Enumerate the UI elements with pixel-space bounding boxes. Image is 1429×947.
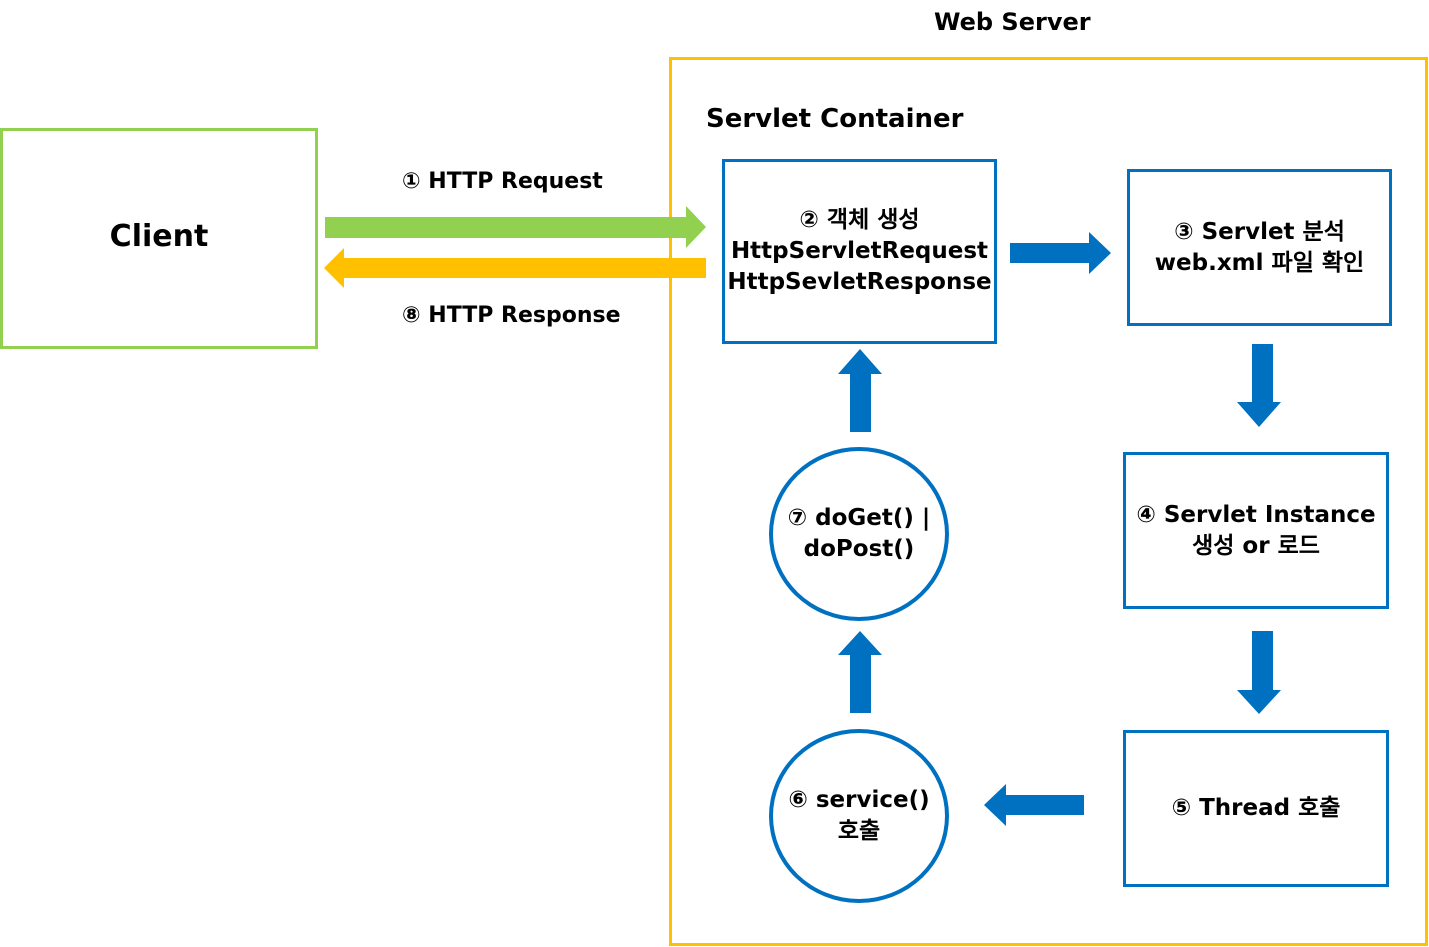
step-7-line-1: ⑦ doGet() | <box>787 505 931 531</box>
http-request-label: ① HTTP Request <box>402 169 603 194</box>
arrow-5-to-6 <box>984 784 1084 826</box>
step-2-line-2: HttpServletRequest <box>730 238 989 264</box>
step-5-thread-call-box: ⑤ Thread 호출 <box>1123 730 1389 887</box>
step-2-line-3: HttpSevletResponse <box>727 269 992 295</box>
step-2-object-creation-box: ② 객체 생성 HttpServletRequest HttpSevletRes… <box>722 159 997 344</box>
step-3-servlet-analysis-box: ③ Servlet 분석 web.xml 파일 확인 <box>1127 169 1392 326</box>
arrow-3-to-4 <box>1237 344 1281 427</box>
step-5-line-1: ⑤ Thread 호출 <box>1171 795 1341 821</box>
step-6-line-1: ⑥ service() <box>788 787 930 813</box>
step-4-line-1: ④ Servlet Instance <box>1136 501 1376 528</box>
client-box: Client <box>0 128 318 349</box>
client-label: Client <box>109 218 209 254</box>
arrow-4-to-5 <box>1237 631 1281 714</box>
step-6-line-2: 호출 <box>837 818 881 844</box>
arrow-7-to-2 <box>838 349 882 432</box>
step-3-line-1: ③ Servlet 분석 <box>1174 218 1345 245</box>
step-3-line-2: web.xml 파일 확인 <box>1154 249 1365 276</box>
arrow-2-to-3 <box>1010 232 1111 274</box>
http-response-label: ⑧ HTTP Response <box>402 303 621 328</box>
response-arrow <box>324 248 706 288</box>
web-server-title: Web Server <box>934 8 1091 36</box>
step-2-line-1: ② 객체 생성 <box>799 207 920 233</box>
step-4-line-2: 생성 or 로드 <box>1192 532 1320 559</box>
request-arrow <box>325 206 706 248</box>
web-server-frame <box>669 57 1428 946</box>
step-7-doget-dopost-circle: ⑦ doGet() | doPost() <box>769 447 949 621</box>
step-6-service-circle: ⑥ service() 호출 <box>769 729 949 903</box>
arrow-6-to-7 <box>838 631 882 713</box>
step-7-line-2: doPost() <box>803 536 915 562</box>
step-4-servlet-instance-box: ④ Servlet Instance 생성 or 로드 <box>1123 452 1389 609</box>
servlet-container-title: Servlet Container <box>706 104 964 134</box>
